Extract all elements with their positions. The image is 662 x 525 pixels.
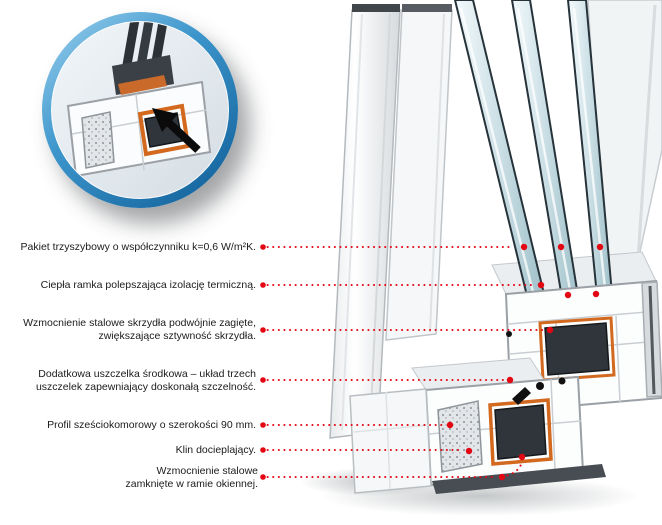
- outer-sill-section: [349, 388, 432, 494]
- inset-warm-spacer-icon: [118, 75, 167, 95]
- sash-section: [504, 279, 662, 413]
- insulating-wedge-icon: [437, 400, 483, 473]
- frame-section: [424, 375, 606, 494]
- detail-inset-illustration: [66, 22, 212, 178]
- frame-steel-reinforcement-icon: [494, 404, 547, 460]
- sash-steel-reinforcement-icon: [544, 322, 610, 376]
- callout-frame-steel: Wzmocnienie stalowe zamknięte w ramie ok…: [125, 465, 258, 490]
- callout-insulating-wedge: Klin docieplający.: [175, 444, 256, 456]
- callout-warm-spacer: Ciepła ramka polepszająca izolację termi…: [40, 279, 256, 291]
- sill-track: [432, 464, 606, 494]
- callout-triple-glazing: Pakiet trzyszybowy o współczynniku k=0,6…: [20, 241, 256, 253]
- outer-frame-profiles: [329, 4, 453, 439]
- inset-insulating-wedge-icon: [81, 111, 115, 169]
- gasket-icon: [506, 331, 512, 337]
- inset-arrow-icon: [152, 108, 201, 153]
- detail-inset-ring: [42, 12, 238, 208]
- middle-gasket-icon: [512, 382, 544, 405]
- callout-six-chamber-profile: Profil sześciokomorowy o szerokości 90 m…: [47, 419, 256, 431]
- sash-steel-channel-icon: [538, 316, 616, 382]
- target-dots: [260, 243, 604, 481]
- triple-glazing: [453, 0, 614, 302]
- leader-lines: [261, 246, 544, 478]
- frame-steel-channel-icon: [488, 398, 553, 466]
- detail-inset: [51, 21, 229, 199]
- callout-sash-steel: Wzmocnienie stalowe skrzydła podwójnie z…: [23, 317, 256, 342]
- callout-middle-gasket: Dodatkowa uszczelka środkowa – układ trz…: [35, 368, 256, 393]
- gasket-icon: [558, 377, 566, 385]
